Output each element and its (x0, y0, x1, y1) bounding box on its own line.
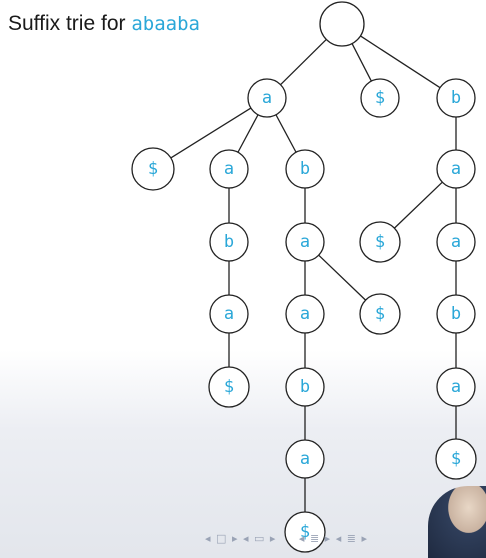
node-circle (209, 149, 249, 189)
arrow-right-icon[interactable]: ▸ (324, 532, 332, 545)
node-label: b (451, 304, 461, 324)
trie-node: a (436, 222, 476, 262)
arrow-left-icon[interactable]: ◂ (335, 532, 343, 545)
trie-node: $ (359, 221, 401, 263)
node-circle (285, 149, 325, 189)
node-label: $ (375, 232, 385, 252)
trie-node: $ (284, 511, 326, 553)
arrow-left-icon[interactable]: ◂ (242, 532, 250, 545)
node-circle (359, 221, 401, 263)
node-circle (436, 149, 476, 189)
node-label: a (300, 232, 310, 252)
node-label: $ (224, 377, 234, 397)
node-circle (285, 439, 325, 479)
node-label: a (224, 159, 234, 179)
slide-title: Suffix trie for abaaba (8, 12, 200, 36)
trie-node: a (209, 149, 249, 189)
node-circle (436, 78, 476, 118)
node-label: a (451, 232, 461, 252)
node-label: a (224, 304, 234, 324)
node-circle (209, 222, 249, 262)
arrow-left-icon[interactable]: ◂ (205, 532, 212, 545)
trie-edge (351, 43, 372, 82)
node-label: a (300, 449, 310, 469)
node-circle (208, 366, 250, 408)
trie-node: b (285, 149, 325, 189)
node-label: a (451, 377, 461, 397)
title-word: abaaba (131, 13, 200, 35)
node-label: a (262, 88, 272, 108)
node-circle (209, 294, 249, 334)
subsection-icon[interactable]: ▭ (254, 532, 266, 545)
node-circle (436, 222, 476, 262)
node-label: b (451, 88, 461, 108)
arrow-right-icon[interactable]: ▸ (231, 532, 239, 545)
arrow-left-icon[interactable]: ◂ (298, 532, 306, 545)
node-label: $ (451, 449, 461, 469)
trie-node: a (436, 367, 476, 407)
trie-node: a (247, 78, 287, 118)
trie-node: b (285, 367, 325, 407)
trie-edge (393, 181, 443, 229)
node-label: a (451, 159, 461, 179)
trie-node: $ (131, 147, 175, 191)
node-label: $ (300, 522, 310, 542)
trie-node: b (436, 294, 476, 334)
node-circle (285, 367, 325, 407)
trie-node: b (209, 222, 249, 262)
trie-node: $ (208, 366, 250, 408)
node-circle (436, 367, 476, 407)
trie-node: a (285, 439, 325, 479)
node-circle (435, 438, 477, 480)
trie-edge (170, 107, 252, 159)
node-label: $ (375, 304, 385, 324)
node-circle (247, 78, 287, 118)
node-label: a (300, 304, 310, 324)
trie-node: a (285, 294, 325, 334)
trie-node: a (436, 149, 476, 189)
title-prefix: Suffix trie for (8, 12, 126, 35)
trie-node: a (285, 222, 325, 262)
node-circle (284, 511, 326, 553)
arrow-right-icon[interactable]: ▸ (269, 532, 277, 545)
node-circle (285, 294, 325, 334)
trie-nodes: a $ b $ a b b a $ a a $ b a $ a $ a b a $ (131, 1, 477, 553)
trie-edge (318, 254, 367, 301)
frame-icon[interactable]: □ (216, 532, 228, 545)
node-label: b (224, 232, 234, 252)
beamer-navigation-bar[interactable]: ◂ □ ▸ ◂ ▭ ▸ ◂ ≣ ▸ ◂ ≣ ▸ (205, 532, 368, 545)
node-label: b (300, 159, 310, 179)
trie-root-node (319, 1, 365, 47)
node-label: $ (375, 88, 385, 108)
node-circle (131, 147, 175, 191)
node-circle (359, 293, 401, 335)
node-circle (436, 294, 476, 334)
trie-node: $ (435, 438, 477, 480)
trie-edge (275, 114, 297, 153)
trie-node: $ (360, 78, 400, 118)
presenter-video-thumbnail (428, 486, 486, 558)
node-circle (319, 1, 365, 47)
trie-edges (170, 35, 457, 512)
node-circle (285, 222, 325, 262)
trie-node: b (436, 78, 476, 118)
node-label: b (300, 377, 310, 397)
trie-edge (237, 114, 259, 153)
outline-icon[interactable]: ≣ (346, 532, 357, 545)
trie-node: $ (359, 293, 401, 335)
trie-edge (360, 35, 441, 89)
section-icon[interactable]: ≣ (309, 532, 321, 545)
trie-node: a (209, 294, 249, 334)
arrow-right-icon[interactable]: ▸ (361, 532, 368, 545)
node-circle (360, 78, 400, 118)
node-label: $ (148, 159, 158, 179)
trie-edge (280, 38, 327, 86)
